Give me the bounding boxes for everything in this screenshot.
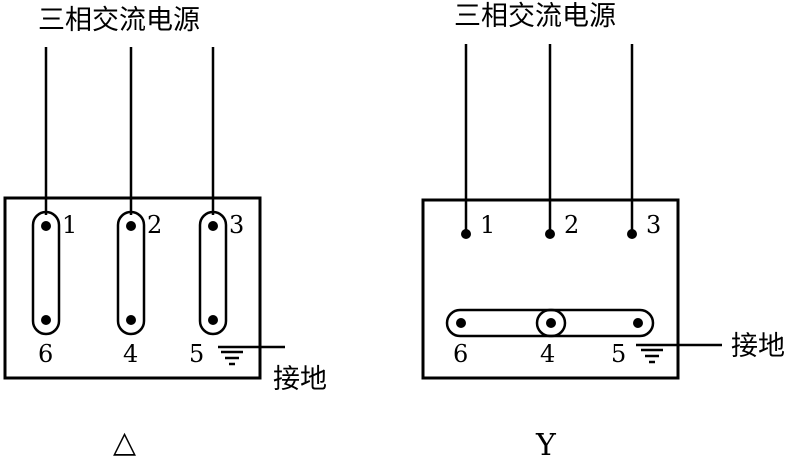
delta-terminal-label-1: 1 [62,211,77,239]
delta-terminal-label-2: 2 [147,211,162,239]
wye-terminal-dot-4 [546,318,556,328]
wye-link-6-4 [445,308,567,338]
delta-terminal-label-6: 6 [38,340,53,368]
delta-link-1-6 [31,210,61,336]
wye-terminal-label-4: 4 [540,340,555,368]
delta-terminal-dot-4 [126,315,136,325]
delta-ground-icon [218,345,285,366]
wye-terminal-dot-1 [461,229,471,239]
delta-connection-symbol: △ [113,425,136,460]
delta-ground-label: 接地 [273,364,327,395]
wye-terminal-dot-3 [627,229,637,239]
wye-link-4-5 [535,308,655,338]
delta-connection-diagram: 三相交流电源 1 2 3 6 4 5 接地 △ [3,5,327,460]
delta-terminal-label-5: 5 [189,340,204,368]
delta-terminal-box [3,196,262,380]
wye-terminal-label-3: 3 [646,211,661,239]
wye-connection-diagram: 三相交流电源 1 2 3 6 4 5 接地 Y [421,1,785,463]
wye-terminal-label-2: 2 [564,211,579,239]
wye-ground-label: 接地 [731,331,785,362]
wye-terminal-dot-5 [633,318,643,328]
wye-terminal-dot-2 [545,229,555,239]
wye-terminal-label-1: 1 [480,211,495,239]
delta-terminal-dot-1 [41,221,51,231]
wye-power-source-title: 三相交流电源 [454,1,616,32]
wye-terminal-label-6: 6 [453,340,468,368]
delta-link-3-5 [198,210,228,336]
delta-terminal-label-4: 4 [123,340,138,368]
wye-connection-symbol: Y [535,428,557,463]
delta-terminal-dot-5 [208,315,218,325]
delta-link-2-4 [116,210,146,336]
wye-ground-icon [636,343,722,364]
delta-power-source-title: 三相交流电源 [38,5,200,36]
wye-terminal-dot-6 [456,318,466,328]
wye-terminal-box [421,198,680,380]
delta-terminal-dot-3 [208,221,218,231]
delta-terminal-label-3: 3 [229,211,244,239]
delta-terminal-dot-2 [126,221,136,231]
delta-terminal-dot-6 [41,315,51,325]
wye-terminal-label-5: 5 [611,340,626,368]
